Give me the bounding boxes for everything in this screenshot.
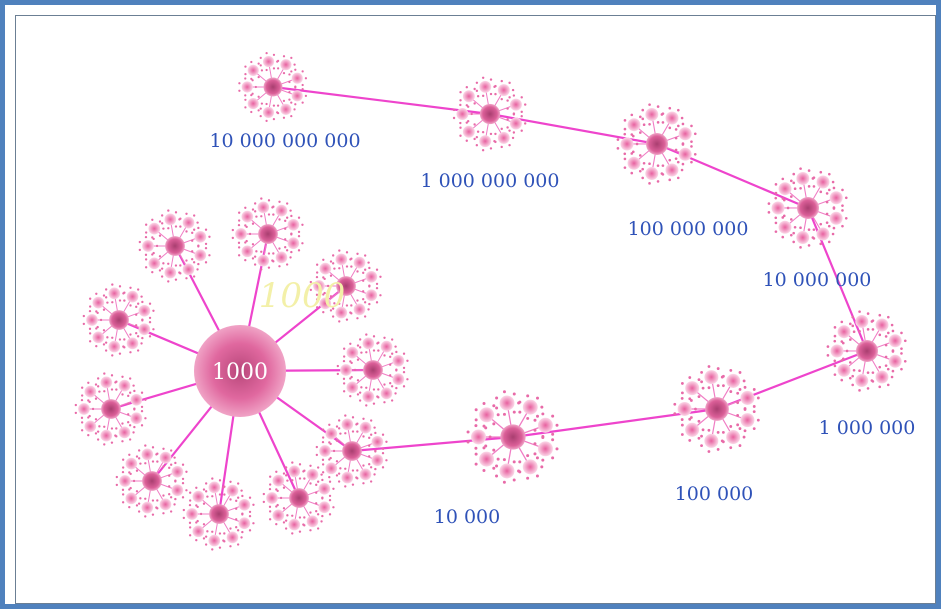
hub-label: 1000 xyxy=(212,360,268,385)
diagram-inner-border xyxy=(15,15,936,604)
flower-100000 xyxy=(673,365,760,453)
hub-flower-8 xyxy=(115,444,188,518)
watermark-text: 1000 xyxy=(259,276,346,316)
network-diagram: 1000 1000 10 000 100 000 1 000 000 10 00… xyxy=(74,52,915,551)
node-label-1000000: 1 000 000 xyxy=(819,417,916,439)
hub-flower-3 xyxy=(309,249,382,323)
hub-flower-2 xyxy=(231,197,304,271)
node-label-100000000: 100 000 000 xyxy=(628,218,749,240)
hub-flower-4 xyxy=(336,333,409,407)
flower-100000000 xyxy=(616,103,697,185)
node-label-10000: 10 000 xyxy=(434,506,500,528)
node-label-10000000: 10 000 000 xyxy=(763,269,872,291)
flower-clusters xyxy=(74,52,907,551)
hub-flower-6 xyxy=(262,461,335,535)
hub-flower-10 xyxy=(82,283,155,357)
node-label-1000000000: 1 000 000 000 xyxy=(420,170,559,192)
flower-10000000 xyxy=(767,167,848,249)
hub-node: 1000 xyxy=(194,325,286,417)
flower-10000000000 xyxy=(238,52,308,122)
hub-flower-9 xyxy=(74,372,147,446)
chain-link-7 xyxy=(271,85,492,116)
hub-flower-1 xyxy=(138,209,211,283)
hub-flower-5 xyxy=(315,414,388,488)
flower-1000000000 xyxy=(452,76,527,152)
node-label-10000000000: 10 000 000 000 xyxy=(209,130,360,152)
flower-1000000 xyxy=(826,310,907,392)
chain-link-1 xyxy=(350,435,515,453)
node-labels: 10 000 100 000 1 000 000 10 000 000 100 … xyxy=(209,130,915,528)
node-label-100000: 100 000 xyxy=(675,483,754,505)
flower-10000 xyxy=(466,390,559,484)
hub-flower-7 xyxy=(182,477,255,551)
